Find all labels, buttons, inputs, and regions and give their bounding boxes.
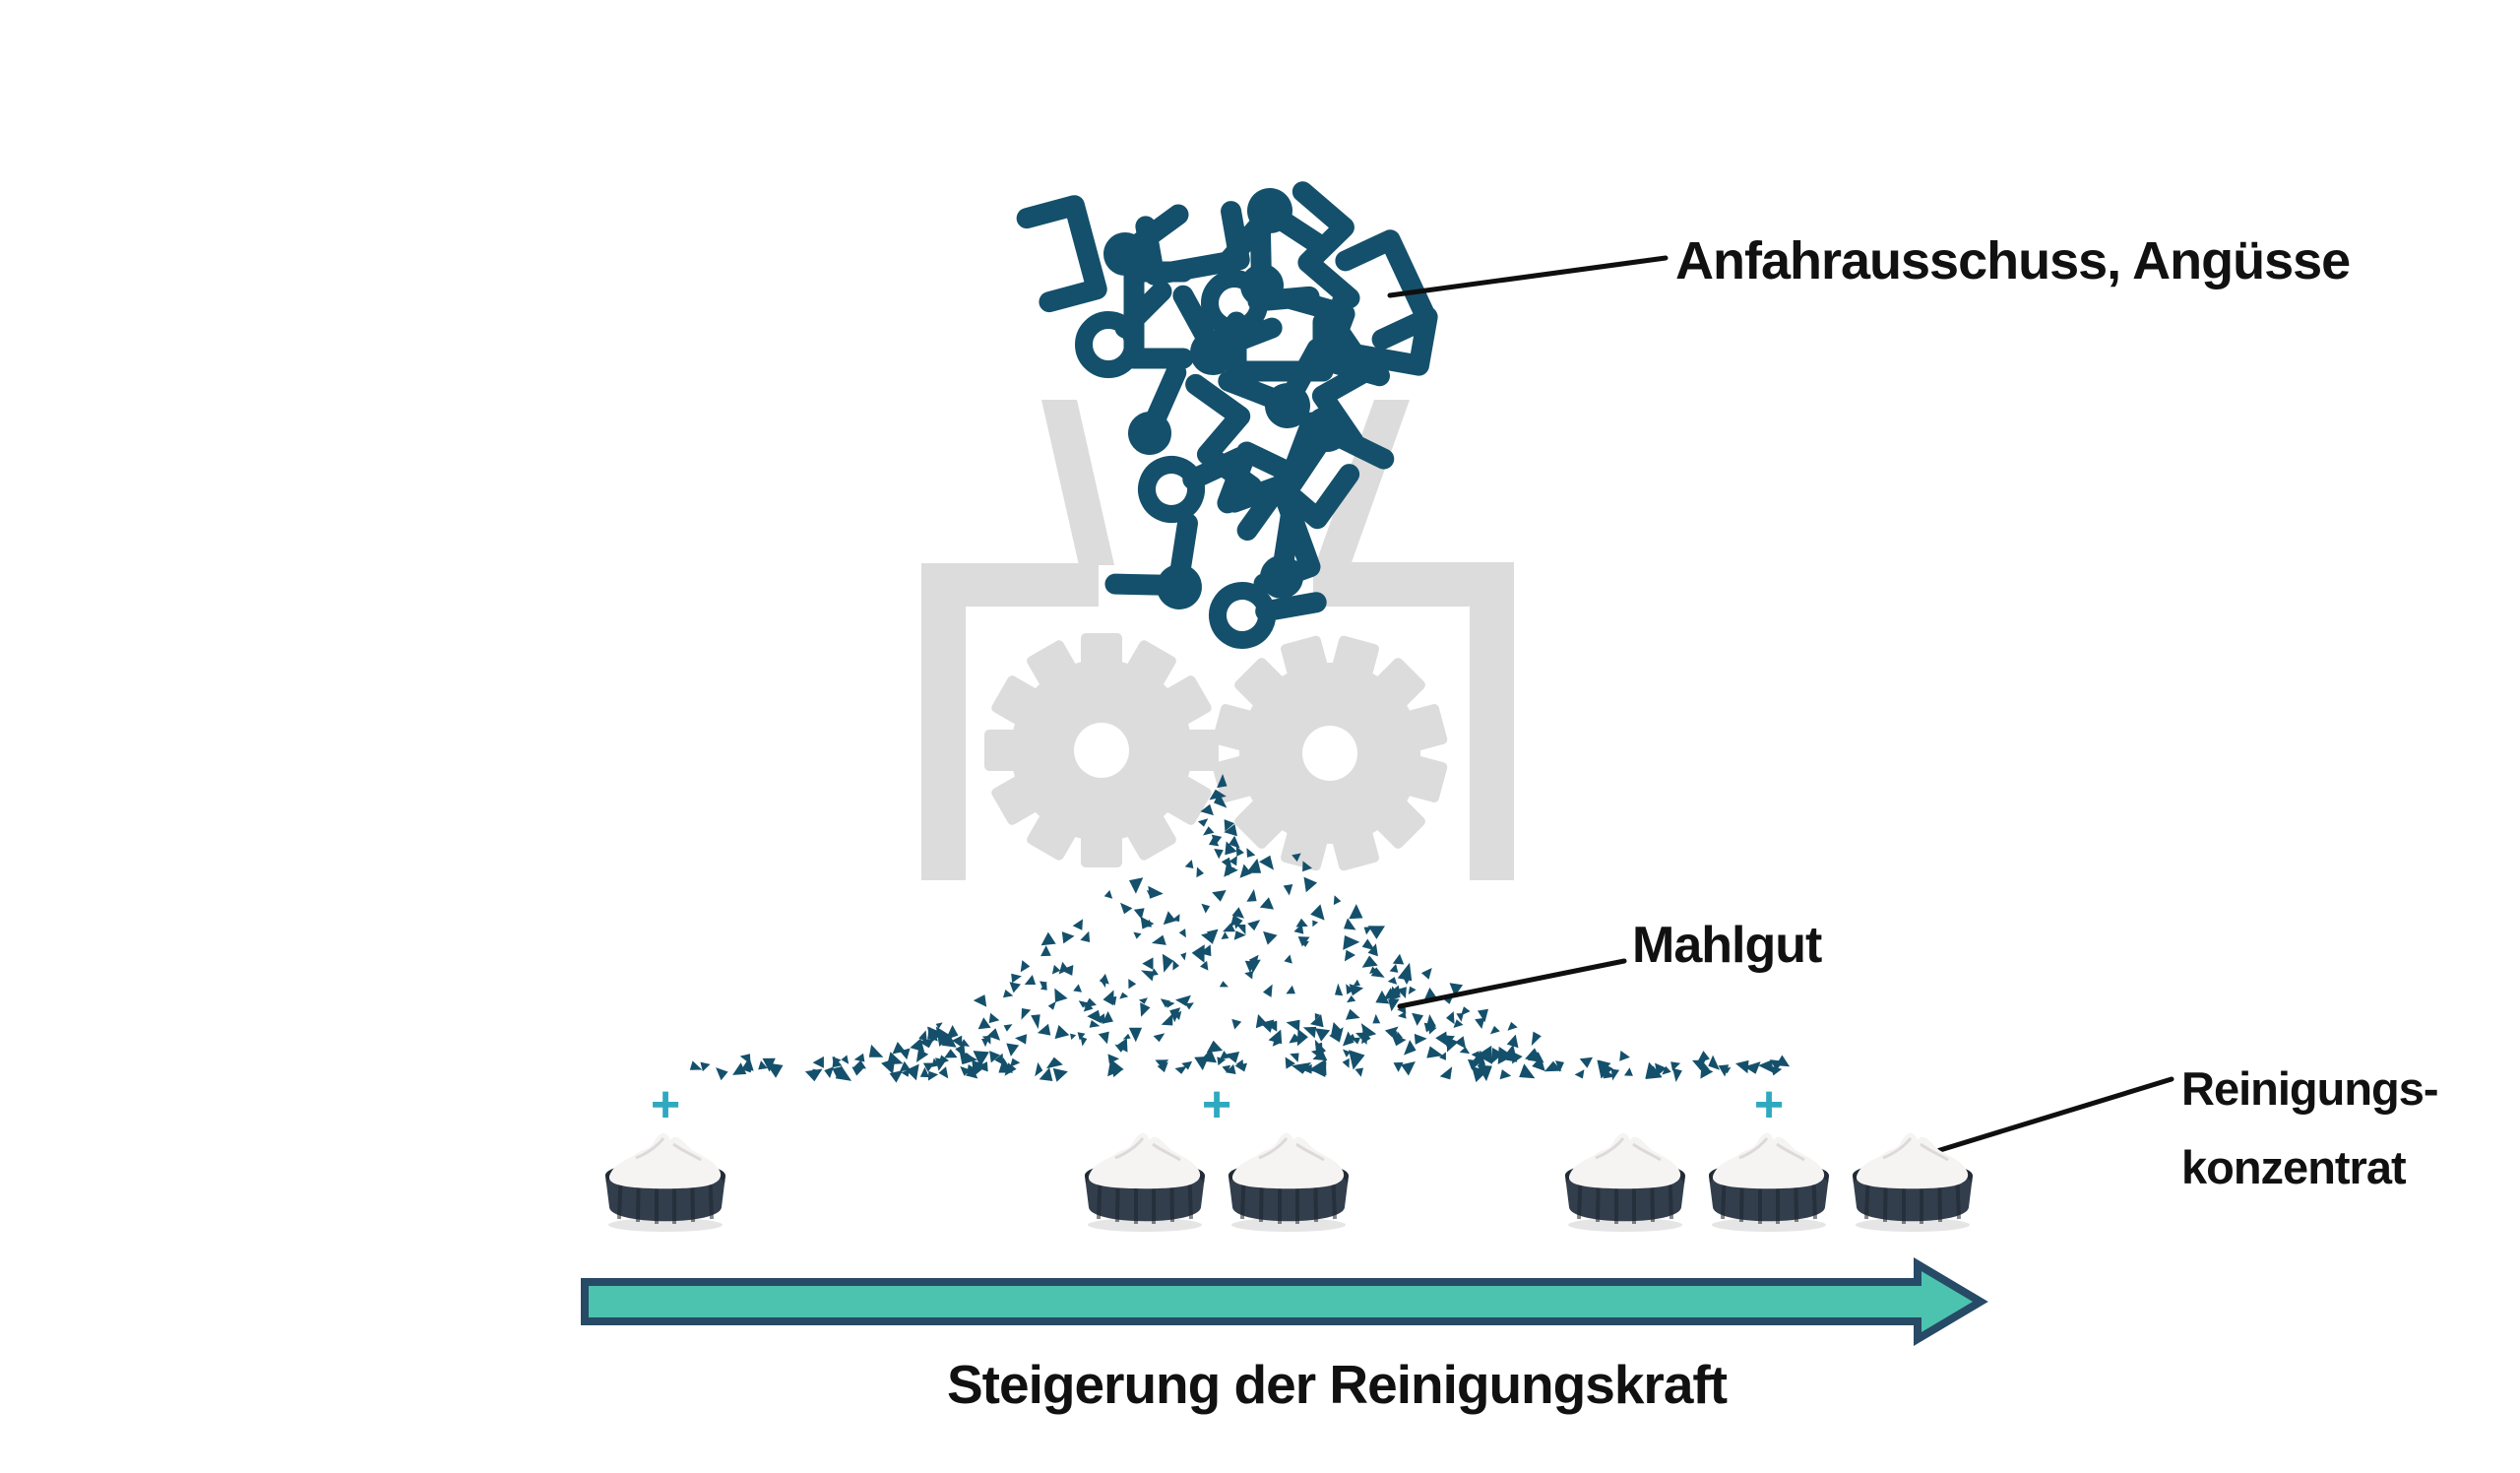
hopper-right-arm <box>1315 400 1410 565</box>
cleaning-power-arrow-icon <box>581 1256 1988 1347</box>
right-gear-icon <box>1186 609 1474 897</box>
pointer-line-input <box>1387 255 1669 298</box>
pointer-lines <box>1387 255 2174 1157</box>
left-gear-icon <box>984 633 1219 867</box>
regrind-particles <box>689 774 1791 1083</box>
plus-icon: + <box>650 1076 681 1133</box>
grinder-machine <box>921 400 1514 880</box>
regrind-label: Mahlgut <box>1632 917 1822 974</box>
plus-icon: + <box>1753 1076 1785 1133</box>
concentrate-bowl <box>1227 1130 1351 1234</box>
hopper-left-arm <box>1041 400 1114 565</box>
concentrate-label-line1: Reinigungs- <box>2181 1062 2439 1115</box>
concentrate-bowl <box>1707 1130 1831 1234</box>
pointer-line-concentrate <box>1924 1076 2174 1157</box>
concentrate-bowl <box>1563 1130 1687 1234</box>
axis-label: Steigerung der Reinigungskraft <box>947 1354 1728 1415</box>
concentrate-bowl <box>1083 1130 1207 1234</box>
pointer-line-regrind <box>1397 958 1627 1009</box>
machine-top-left <box>921 563 1099 607</box>
concentrate-bowl <box>603 1130 727 1234</box>
concentrate-label-line2: konzentrat <box>2181 1141 2407 1193</box>
plus-icon: + <box>1201 1076 1232 1133</box>
machine-left-wall <box>921 563 966 880</box>
concentrate-label: Reinigungs- konzentrat <box>2181 1050 2439 1207</box>
machine-right-wall <box>1470 562 1514 880</box>
concentrate-bowls <box>603 1130 1975 1234</box>
input-label: Anfahrausschuss, Angüsse <box>1675 231 2351 290</box>
